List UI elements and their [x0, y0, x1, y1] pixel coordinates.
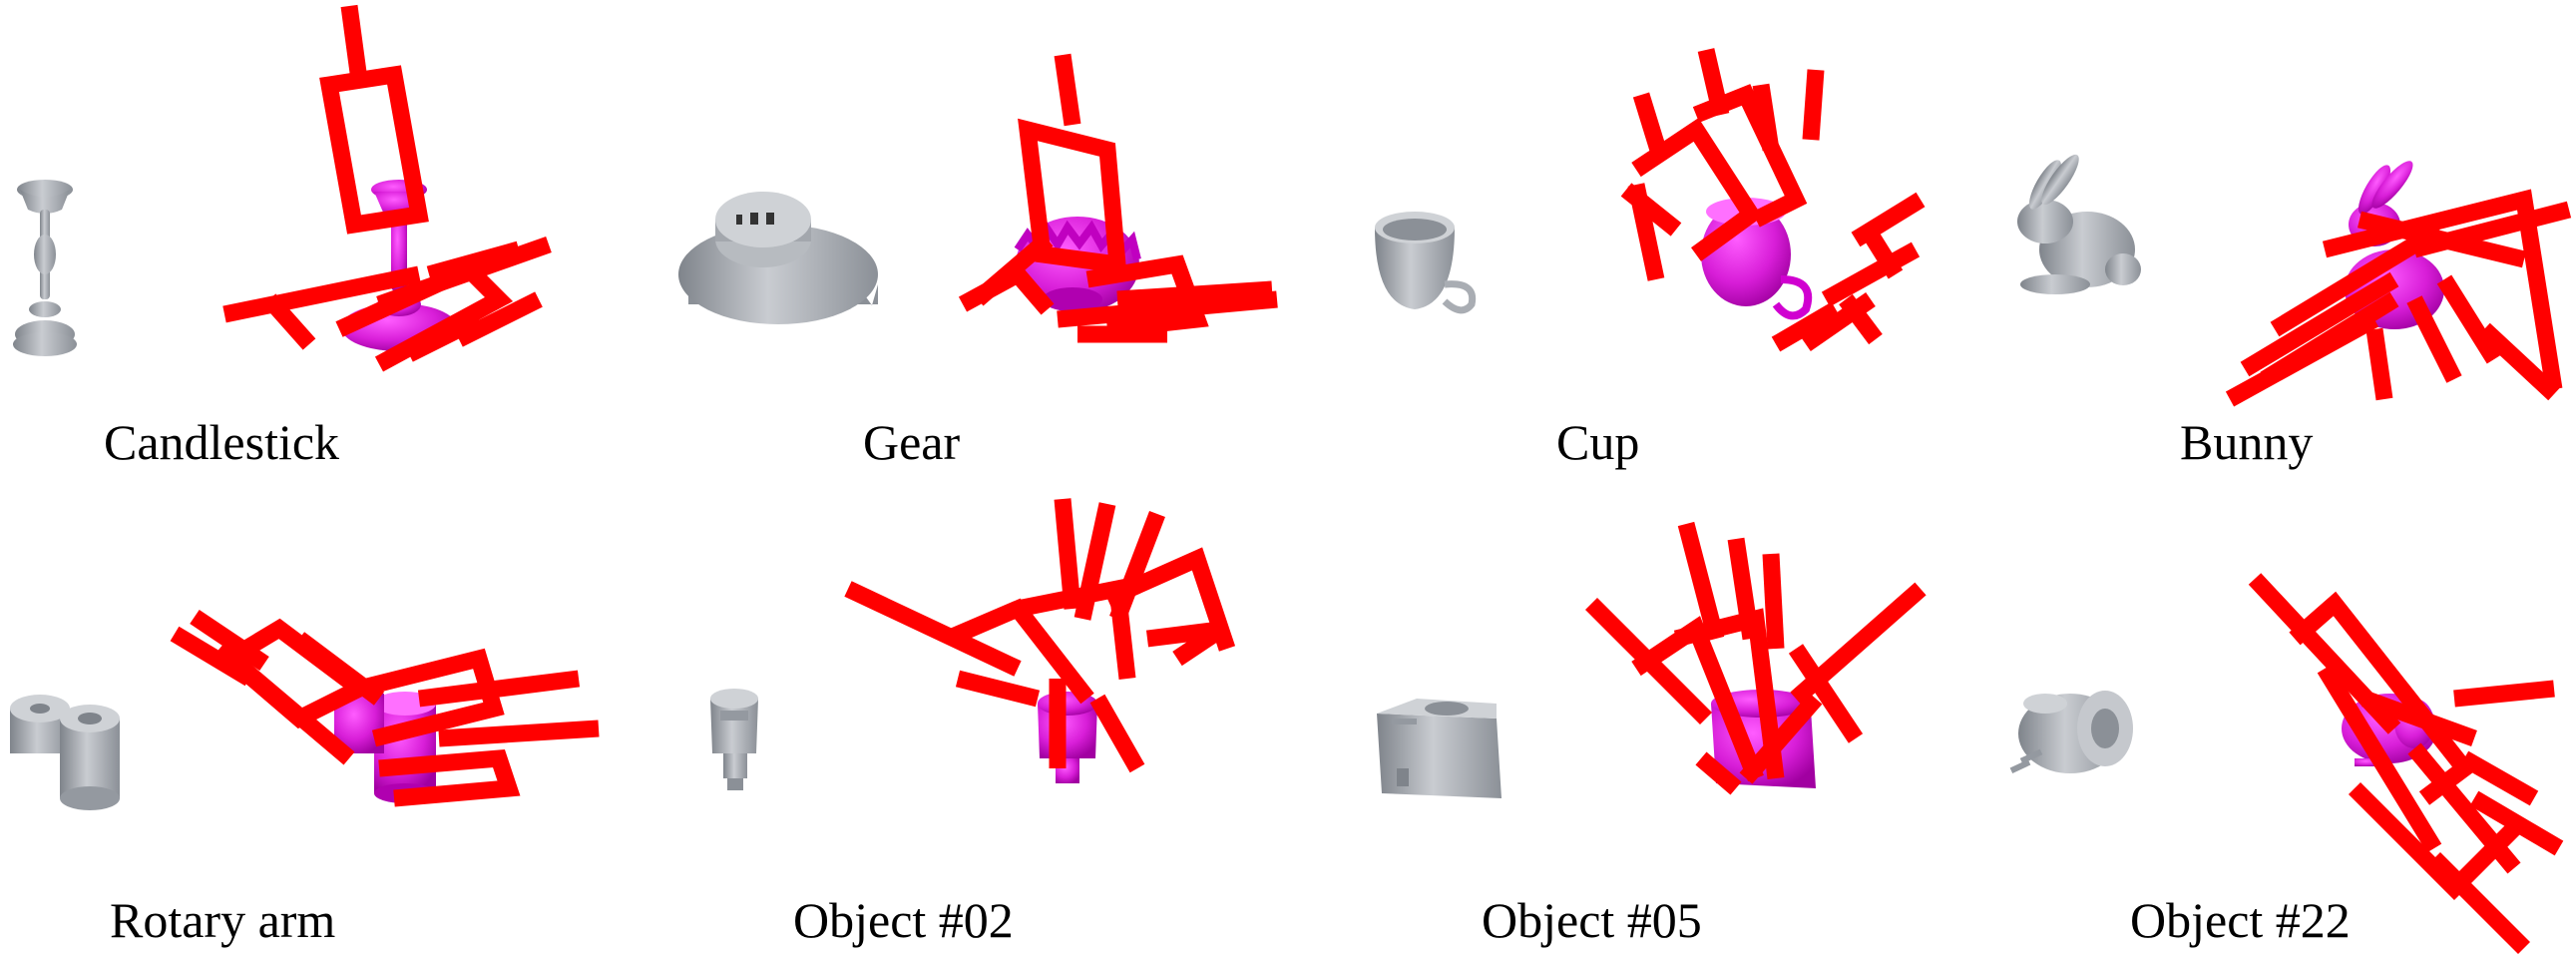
caption-object-02: Object #02 — [793, 892, 1014, 948]
bunny-render — [2017, 154, 2141, 294]
cup-grippers — [1620, 48, 1926, 352]
rotary-arm-grippers — [170, 609, 600, 807]
gear-grippers — [958, 53, 1278, 343]
object-05-grippers — [1584, 521, 1927, 795]
cup-render — [1375, 212, 1477, 314]
rotary-arm-render — [10, 695, 120, 810]
candlestick-render — [13, 180, 77, 356]
object-22-grippers — [2248, 573, 2564, 955]
caption-rotary-arm: Rotary arm — [110, 892, 336, 948]
caption-object-05: Object #05 — [1482, 892, 1702, 948]
object-22-render — [2009, 691, 2133, 773]
object-02-render — [710, 689, 758, 790]
object-05-render — [1377, 699, 1502, 798]
caption-cup: Cup — [1556, 414, 1640, 470]
object-02-grippers — [844, 498, 1236, 773]
gear-render — [678, 192, 878, 324]
object-02-pointcloud — [1038, 692, 1097, 783]
bunny-grippers — [2225, 189, 2572, 407]
rotary-arm-pointcloud — [334, 692, 436, 803]
candlestick-grippers — [222, 4, 552, 372]
caption-gear: Gear — [863, 414, 961, 470]
caption-object-22: Object #22 — [2130, 892, 2351, 948]
caption-candlestick: Candlestick — [104, 414, 340, 470]
caption-bunny: Bunny — [2180, 414, 2314, 470]
